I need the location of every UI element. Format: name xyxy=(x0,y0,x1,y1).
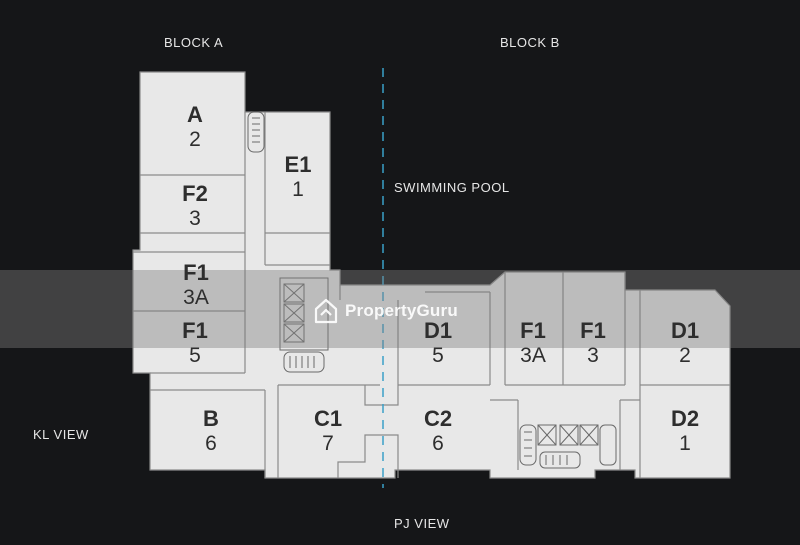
propertyguru-logo-icon xyxy=(314,298,338,324)
watermark-text: PropertyGuru xyxy=(345,301,458,320)
unit-walls xyxy=(133,112,730,478)
swimming-pool-label: SWIMMING POOL xyxy=(394,180,510,195)
pj-view-label: PJ VIEW xyxy=(394,516,450,531)
block-a-label: BLOCK A xyxy=(164,35,224,50)
kl-view-label: KL VIEW xyxy=(33,427,89,442)
watermark-band xyxy=(0,270,800,348)
propertyguru-watermark: PropertyGuru xyxy=(313,298,458,324)
core-right xyxy=(519,424,617,469)
block-b-label: BLOCK B xyxy=(500,35,560,50)
core-left xyxy=(247,111,329,373)
floor-footprint xyxy=(132,71,731,479)
